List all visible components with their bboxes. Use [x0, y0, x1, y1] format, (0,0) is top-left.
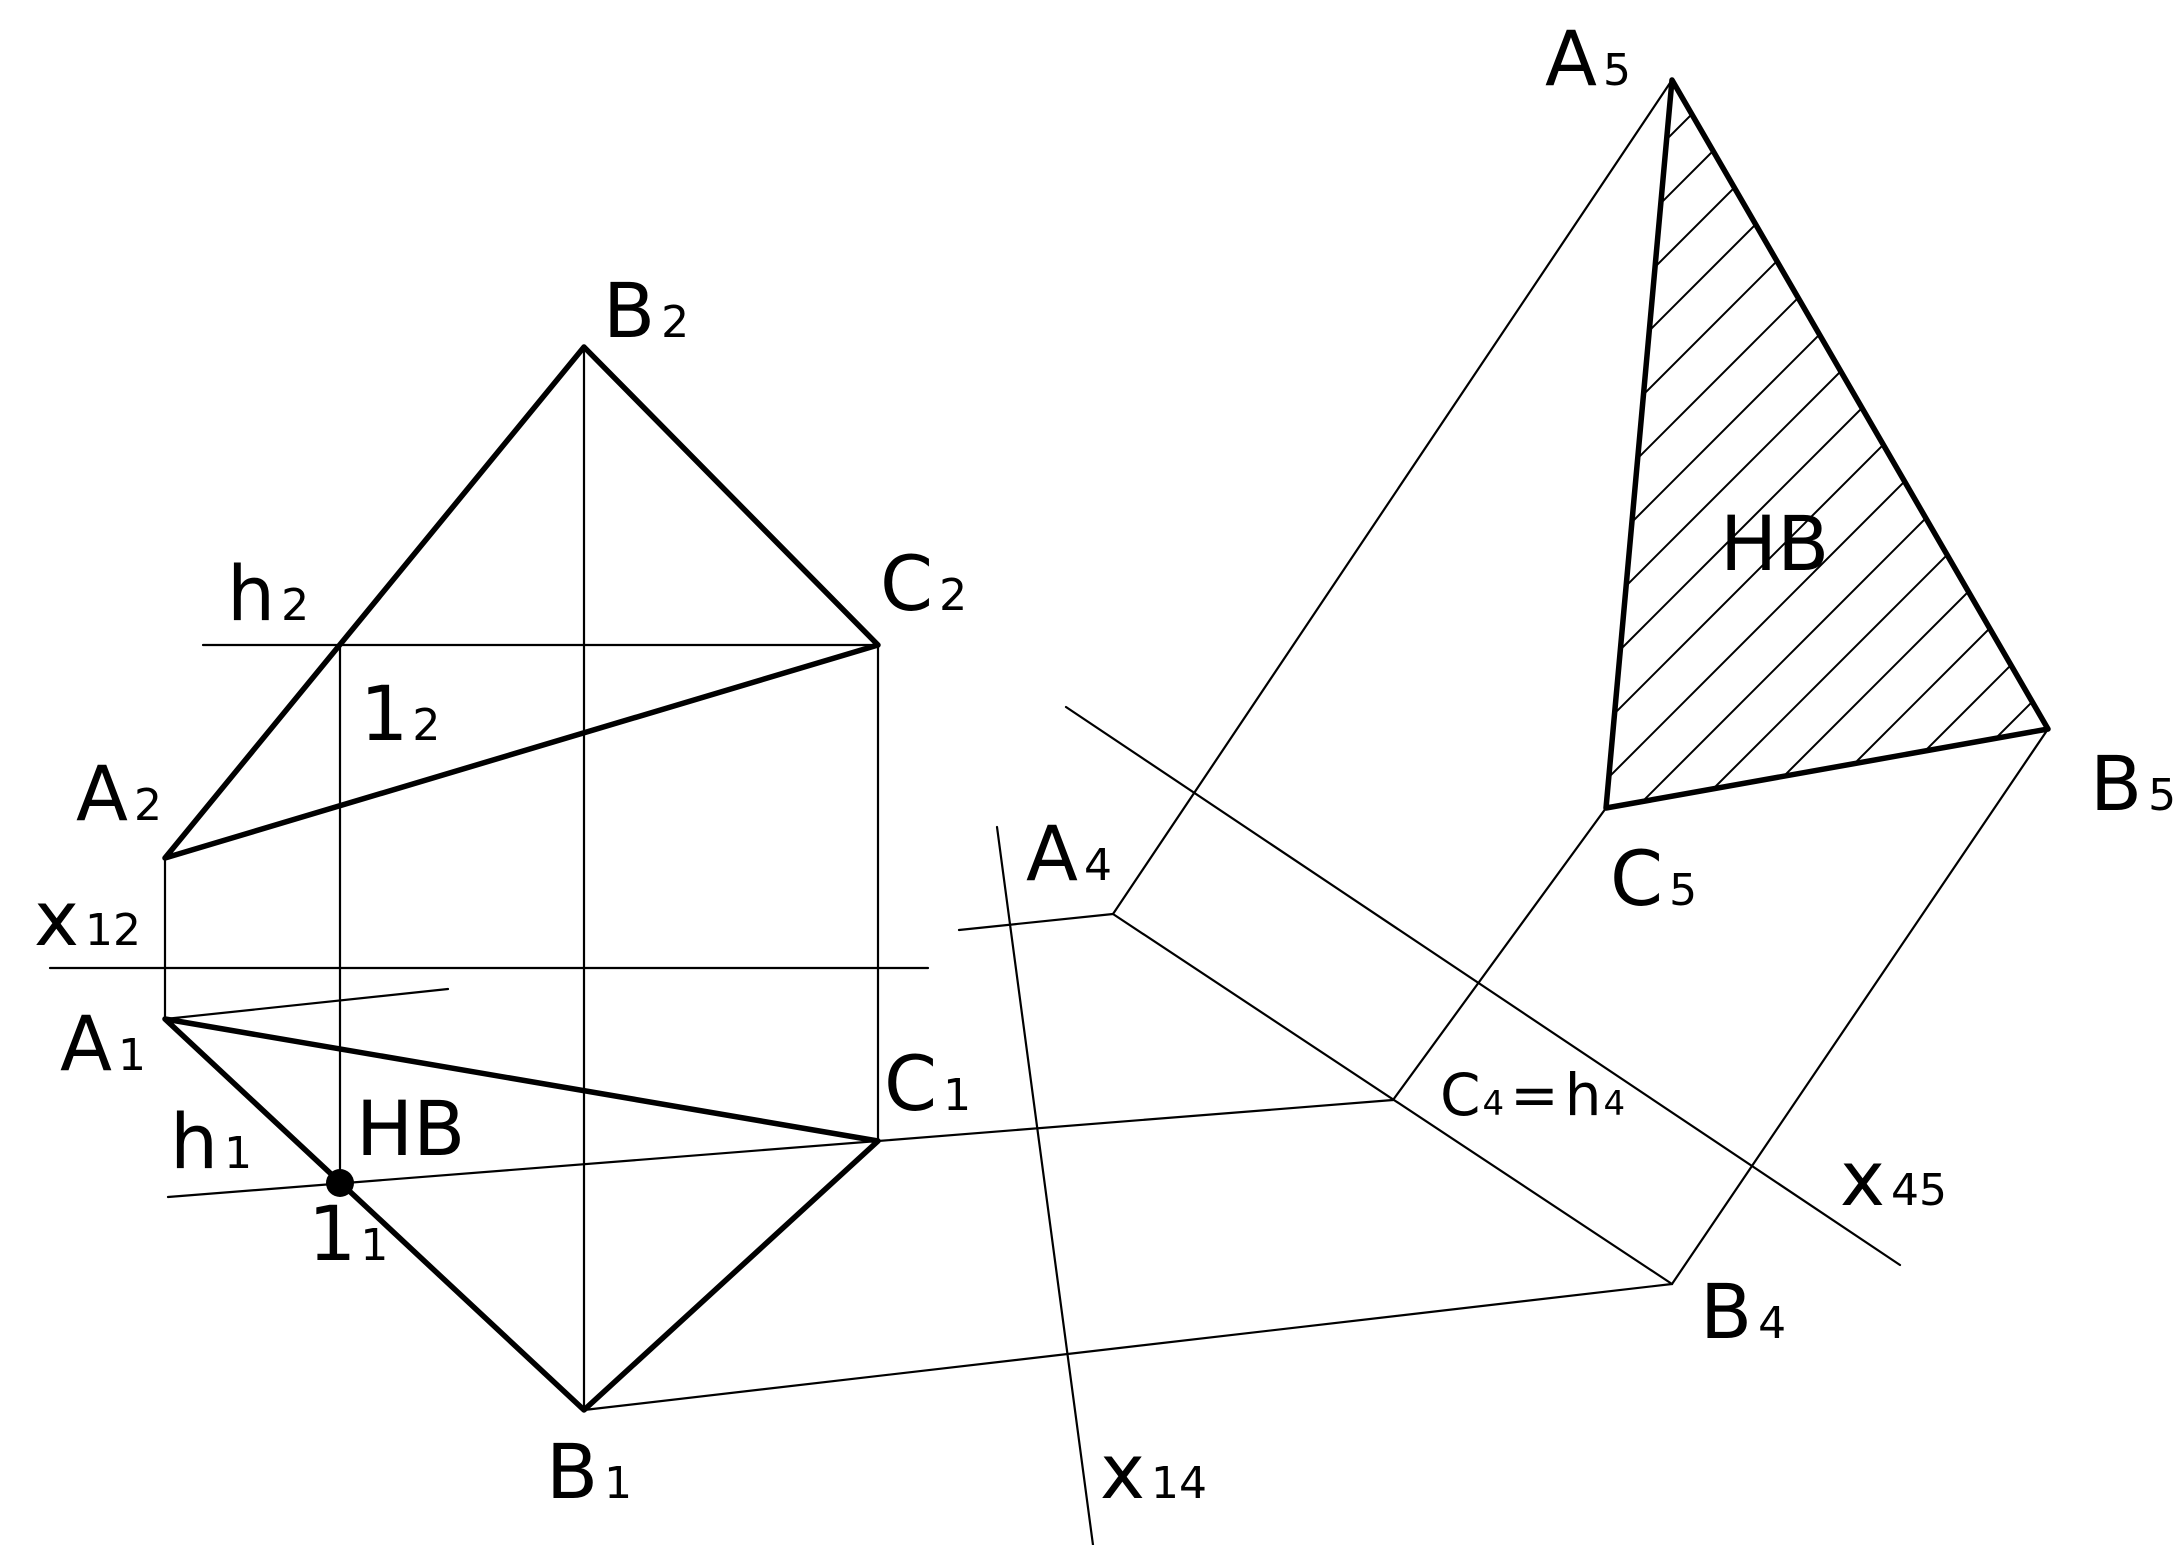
- axis-x14: [995, 825, 1095, 1545]
- hatch-line: [1606, 641, 2048, 808]
- link-c4-c5: [1391, 806, 1608, 1102]
- hatch-line: [1606, 699, 2048, 808]
- hatch-line: [1606, 583, 2048, 808]
- hatch-line: [1606, 80, 2048, 705]
- horizontal-h1-line: [166, 1139, 880, 1199]
- triangle-abc-horizontal: [162, 1016, 881, 1413]
- link-b4-b5: [1670, 727, 2050, 1286]
- hatch-line: [1606, 293, 2048, 808]
- link-a1-a4: [957, 912, 1115, 932]
- true-size-hatching: [1450, 0, 2150, 808]
- triangle-true-size: [1603, 77, 2051, 811]
- hatch-line: [1606, 80, 2048, 763]
- hatch-line: [1606, 351, 2048, 808]
- triangle-abc-frontal: [162, 344, 881, 861]
- label-1-1: 11: [308, 1189, 388, 1278]
- hatch-line: [1606, 119, 2048, 808]
- label-c4-h4: C4=h4: [1440, 1061, 1625, 1129]
- link-b1-b4: [582, 1282, 1674, 1412]
- axis-x45: [1064, 705, 1902, 1267]
- hatch-line: [1450, 0, 2150, 8]
- label-true-size-left: HB: [356, 1084, 465, 1173]
- point-1-1: [326, 1169, 354, 1197]
- label-1-2: 12: [360, 669, 440, 758]
- link-a4-a5: [1111, 78, 1674, 916]
- aux-short-line: [163, 987, 450, 1021]
- label-true-size-right: HB: [1720, 499, 1829, 588]
- link-c1-c4: [876, 1098, 1395, 1143]
